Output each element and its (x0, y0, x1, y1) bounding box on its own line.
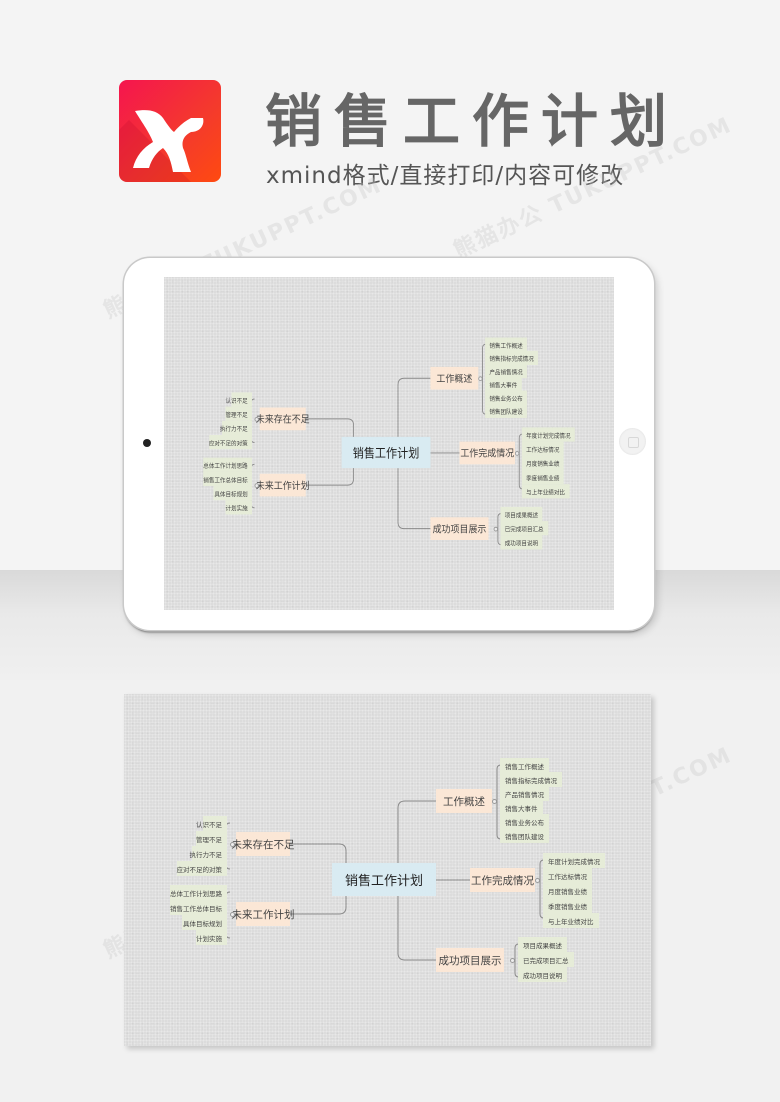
main-topic-right-3[interactable]: 成功项目展示 (430, 517, 489, 540)
subtopic[interactable]: 销售工作总体目标 (203, 471, 252, 487)
subtopic[interactable]: 销售指标完成情况 (485, 350, 539, 365)
mindmap-card: 销售工作计划 未来存在不足 未来工作计划 认识不足 管理不足 执行力不足 应对不… (124, 694, 651, 1046)
subtopic[interactable]: 产品销售情况 (485, 364, 527, 379)
collapse-knob-icon[interactable] (478, 376, 483, 382)
central-topic[interactable]: 销售工作计划 (341, 436, 431, 469)
camera-dot (143, 439, 151, 447)
subtopic[interactable]: 具体目标规划 (182, 915, 227, 930)
subtopic[interactable]: 计划实施 (225, 500, 252, 515)
subtopic[interactable]: 成功项目说明 (518, 967, 567, 982)
mindmap-preview-small: 销售工作计划 未来存在不足 未来工作计划 认识不足 管理不足 执行力不足 应对不… (164, 277, 614, 610)
subtopic[interactable]: 项目成果概述 (500, 506, 543, 522)
subtopic[interactable]: 年度计划完成情况 (543, 853, 605, 868)
main-topic-left-1[interactable]: 未来存在不足 (256, 407, 310, 431)
main-topic-right-2[interactable]: 工作完成情况 (459, 441, 515, 465)
subtopic[interactable]: 销售团队建设 (500, 828, 549, 843)
collapse-knob-icon[interactable] (535, 878, 540, 883)
subtopic[interactable]: 管理不足 (225, 406, 252, 421)
subtopic[interactable]: 季度销售业绩 (543, 898, 592, 913)
subtopic[interactable]: 认识不足 (225, 392, 252, 407)
subtopic[interactable]: 产品销售情况 (500, 786, 549, 801)
subtopic[interactable]: 销售大事件 (485, 377, 522, 392)
subtopic[interactable]: 月度销售业绩 (543, 883, 592, 898)
subtopic[interactable]: 销售工作概述 (500, 758, 549, 773)
subtopic[interactable]: 计划实施 (196, 930, 227, 945)
subtopic[interactable]: 工作达标情况 (543, 868, 592, 883)
main-topic-right-3[interactable]: 成功项目展示 (436, 948, 504, 972)
subtopic[interactable]: 应对不足的对策 (209, 434, 252, 450)
subtopic[interactable]: 销售大事件 (500, 800, 543, 815)
subtopic[interactable]: 项目成果概述 (518, 937, 567, 952)
tablet-mockup: 销售工作计划 未来存在不足 未来工作计划 认识不足 管理不足 执行力不足 应对不… (124, 258, 654, 630)
subtopic[interactable]: 销售指标完成情况 (500, 772, 562, 787)
subtopic[interactable]: 执行力不足 (220, 420, 252, 435)
subtopic[interactable]: 销售工作总体目标 (170, 900, 227, 915)
subtopic[interactable]: 销售工作概述 (485, 337, 527, 352)
page-subtitle: xmind格式/直接打印/内容可修改 (266, 163, 625, 189)
subtopic[interactable]: 管理不足 (196, 831, 227, 846)
subtopic[interactable]: 执行力不足 (190, 846, 227, 861)
subtopic[interactable]: 总体工作计划思路 (170, 885, 227, 900)
subtopic[interactable]: 季度销售业绩 (521, 469, 564, 485)
tablet-screen: 销售工作计划 未来存在不足 未来工作计划 认识不足 管理不足 执行力不足 应对不… (164, 277, 614, 610)
subtopic[interactable]: 具体目标规划 (213, 486, 252, 501)
subtopic[interactable]: 与上年业绩对比 (543, 913, 599, 928)
subtopic[interactable]: 成功项目说明 (500, 535, 543, 550)
main-topic-left-2[interactable]: 未来工作计划 (256, 473, 310, 497)
home-button-icon (619, 428, 646, 455)
collapse-knob-icon[interactable] (492, 799, 497, 804)
central-topic[interactable]: 销售工作计划 (332, 863, 436, 896)
collapse-knob-icon[interactable] (230, 842, 235, 847)
subtopic[interactable]: 已完成项目汇总 (500, 521, 548, 536)
subtopic[interactable]: 销售团队建设 (485, 403, 527, 418)
main-topic-right-1[interactable]: 工作概述 (430, 366, 479, 390)
collapse-knob-icon[interactable] (510, 958, 515, 963)
collapse-knob-icon[interactable] (230, 912, 235, 917)
main-topic-left-2[interactable]: 未来工作计划 (232, 902, 295, 926)
subtopic[interactable]: 已完成项目汇总 (518, 952, 574, 967)
subtopic[interactable]: 认识不足 (196, 816, 227, 831)
xmind-logo-icon (119, 80, 221, 182)
page-title: 销售工作计划 (265, 89, 679, 155)
subtopic[interactable]: 销售业务公布 (485, 390, 527, 405)
subtopic[interactable]: 年度计划完成情况 (521, 427, 575, 442)
subtopic[interactable]: 月度销售业绩 (521, 455, 564, 470)
main-topic-right-1[interactable]: 工作概述 (436, 789, 492, 813)
collapse-knob-icon[interactable] (493, 526, 498, 532)
collapse-knob-icon[interactable] (254, 483, 259, 488)
subtopic[interactable]: 应对不足的对策 (177, 861, 227, 876)
main-topic-right-2[interactable]: 工作完成情况 (470, 868, 535, 892)
subtopic[interactable]: 与上年业绩对比 (521, 484, 570, 499)
collapse-knob-icon[interactable] (254, 417, 259, 422)
subtopic[interactable]: 销售业务公布 (500, 814, 549, 829)
subtopic[interactable]: 工作达标情况 (521, 441, 564, 456)
subtopic[interactable]: 总体工作计划思路 (203, 457, 252, 472)
collapse-knob-icon[interactable] (514, 451, 520, 456)
main-topic-left-1[interactable]: 未来存在不足 (232, 832, 295, 856)
mindmap-preview-large: 销售工作计划 未来存在不足 未来工作计划 认识不足 管理不足 执行力不足 应对不… (124, 694, 651, 1046)
